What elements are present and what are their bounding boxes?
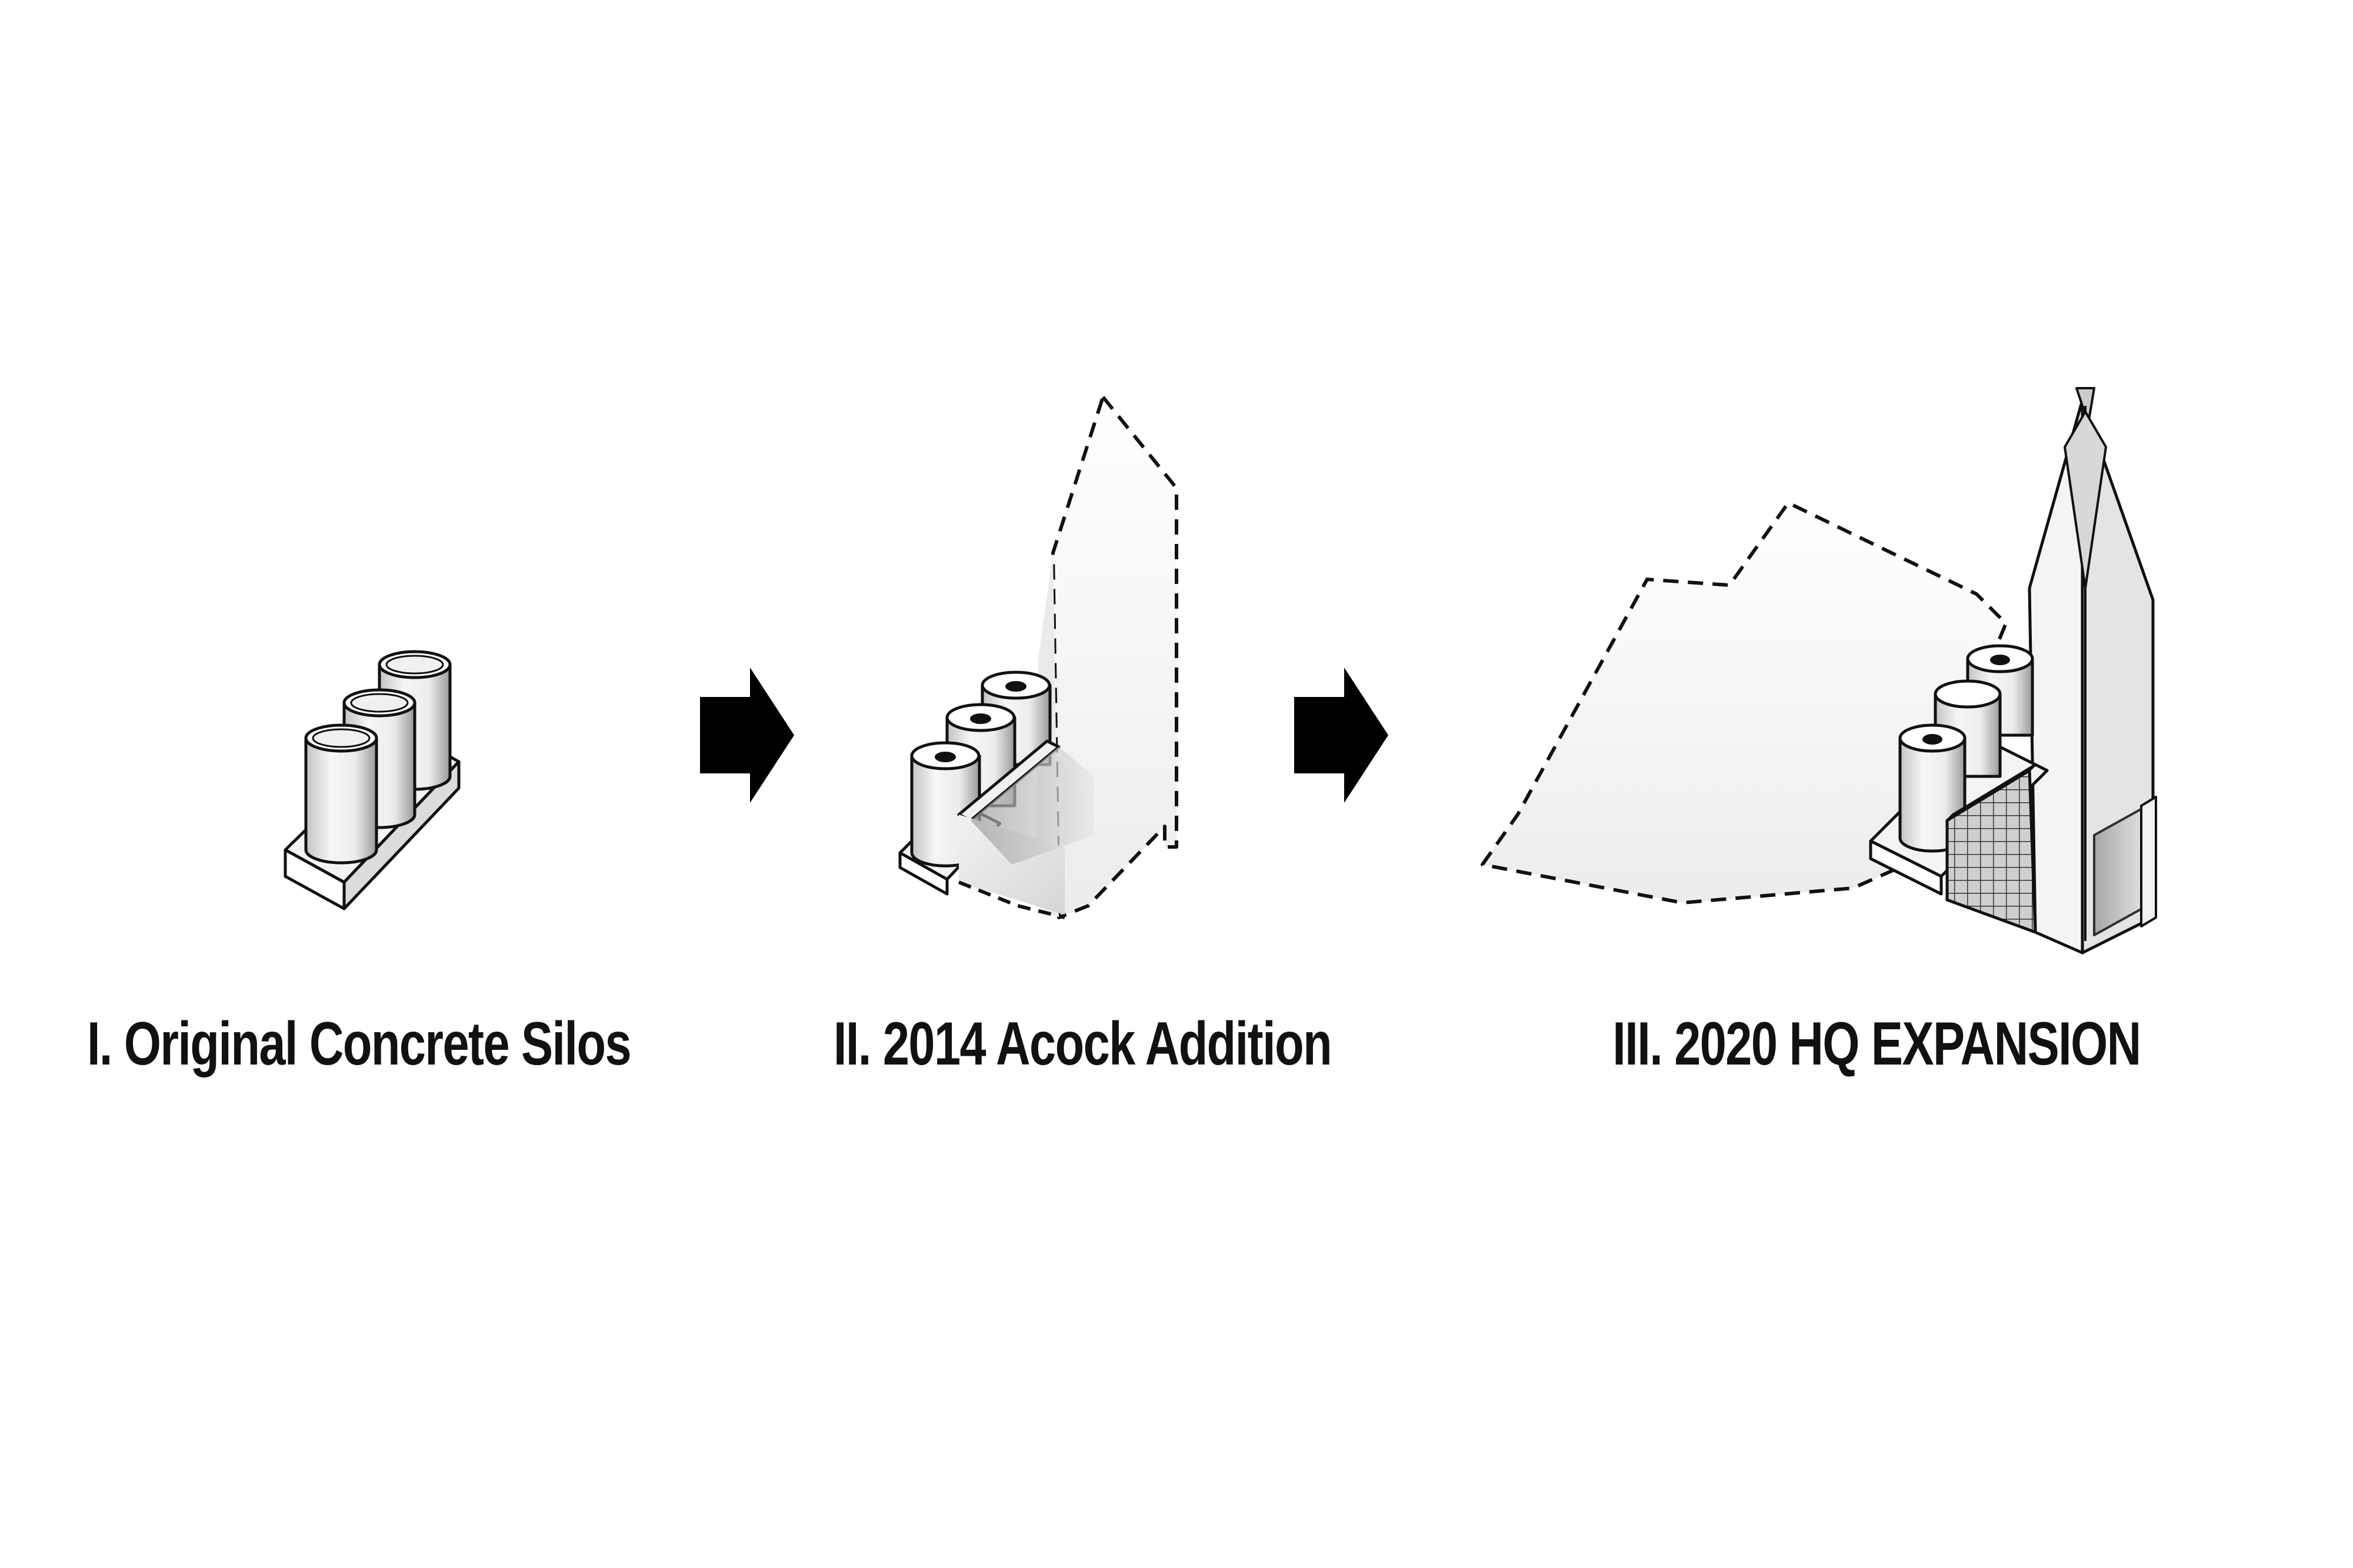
- expansion-base-left: [1869, 839, 1943, 896]
- addition-base-left: [898, 851, 949, 896]
- stage-2-label: II. 2014 Acock Addition: [833, 1009, 1332, 1078]
- silo-base-right: [342, 760, 461, 910]
- addition-box-dashed-edge: [958, 880, 1065, 919]
- stage-3-hq-expansion: [1481, 387, 2157, 955]
- arrow-right-icon: [700, 668, 794, 803]
- addition-box-shadow: [971, 747, 1094, 865]
- arrow-right-icon: [1294, 668, 1388, 803]
- silo-cylinder-front: [304, 723, 378, 865]
- expansion-leg: [2140, 796, 2157, 928]
- spire-inner-fin: [2064, 411, 2107, 589]
- expansion-ghost-outline: [1481, 501, 2008, 905]
- stage-1-silos: [284, 650, 461, 910]
- stage-1-label: I. Original Concrete Silos: [86, 1009, 632, 1078]
- expansion-facade-top: [1946, 763, 2037, 822]
- stage-3-label: III. 2020 HQ EXPANSION: [1612, 1009, 2141, 1078]
- stage-2-addition: [898, 395, 1178, 919]
